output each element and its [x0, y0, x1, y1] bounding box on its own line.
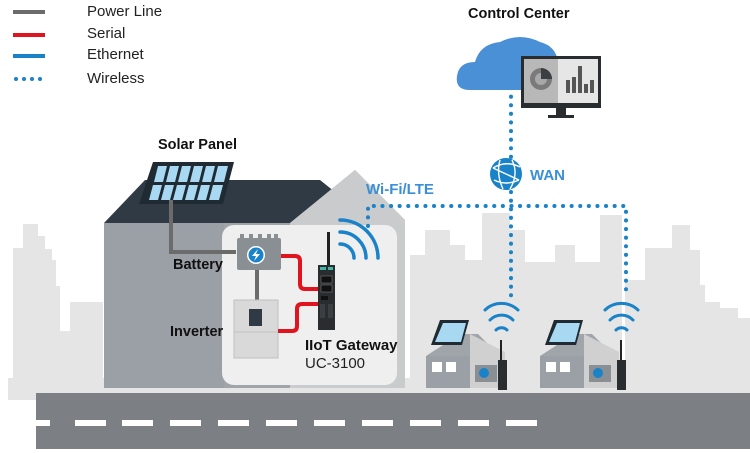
legend-label-wireless: Wireless: [87, 70, 145, 87]
legend-swatch-wireless: [14, 77, 42, 81]
legend-label-serial: Serial: [87, 25, 126, 42]
legend-swatches: [13, 10, 45, 81]
inverter-label: Inverter: [170, 324, 224, 340]
legend-swatch-serial: [13, 33, 45, 37]
wireless-line-main-to-house3: [366, 204, 628, 298]
wireless-links: [366, 86, 628, 298]
serial-line-battery: [281, 254, 318, 291]
wifi-lte-label: Wi-Fi/LTE: [366, 181, 434, 198]
monitor-dashboard-icon: [521, 56, 601, 118]
gateway-model-label: UC-3100: [305, 355, 366, 372]
small-house-3: [540, 302, 640, 390]
legend-label-ethernet: Ethernet: [87, 46, 144, 63]
road-lane-markings: [36, 420, 537, 426]
wifi-signal-icon: [483, 302, 520, 332]
iiot-gateway-device: [318, 232, 335, 330]
gateway-name-label: IIoT Gateway: [305, 337, 398, 354]
inverter: [233, 299, 279, 359]
legend-label-power-line: Power Line: [87, 3, 163, 20]
legend-swatch-power-line: [13, 10, 45, 14]
small-house-2: [426, 302, 520, 390]
wifi-signal-icon: [603, 302, 640, 332]
serial-line-inverter: [278, 302, 318, 333]
legend-swatch-ethernet: [13, 54, 45, 58]
solar-panel-label: Solar Panel: [158, 137, 237, 153]
road: [36, 393, 750, 449]
wan-label: WAN: [530, 167, 565, 184]
power-line-panel-to-battery: [169, 200, 236, 254]
battery: [237, 234, 281, 270]
control-center-label: Control Center: [468, 6, 570, 22]
wifi-signal-icon: [338, 218, 380, 260]
globe-network-icon: [490, 158, 522, 190]
battery-label: Battery: [173, 257, 223, 273]
solar-panel: [139, 162, 234, 216]
